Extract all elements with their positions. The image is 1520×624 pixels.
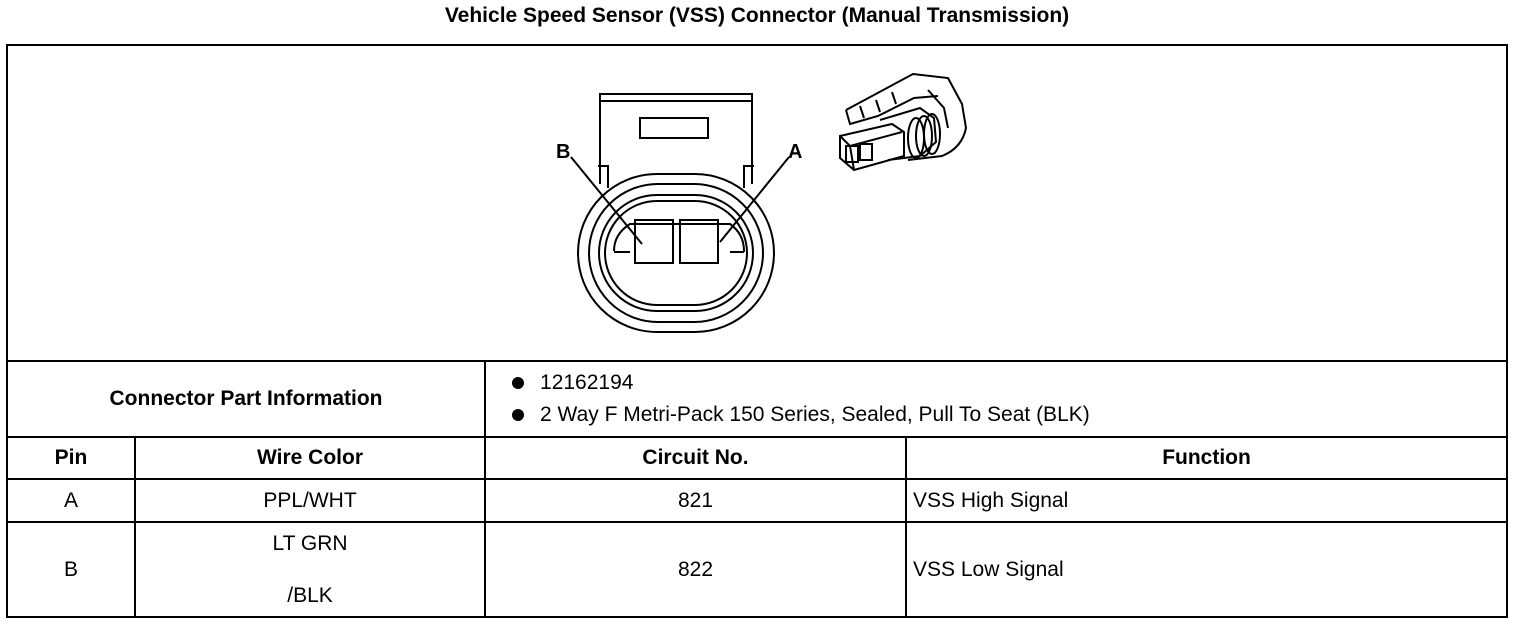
- pin-label-b: B: [556, 141, 570, 163]
- wire-color-cell: PPL/WHT: [133, 478, 487, 523]
- table-row: A PPL/WHT 821 VSS High Signal: [8, 478, 1507, 523]
- part-info-item: 2 Way F Metri-Pack 150 Series, Sealed, P…: [510, 399, 1506, 431]
- circuit-cell: 821: [484, 478, 908, 523]
- wire-color-cell: LT GRN /BLK: [133, 521, 487, 616]
- connector-diagram: B A: [8, 46, 1506, 362]
- table-header-row: Pin Wire Color Circuit No. Function: [8, 436, 1507, 480]
- table-row: B LT GRN /BLK 822 VSS Low Signal: [8, 521, 1507, 616]
- part-info-label: Connector Part Information: [8, 362, 487, 438]
- connector-perspective-icon: [839, 72, 968, 172]
- header-pin: Pin: [8, 436, 136, 480]
- wire-color-line: /BLK: [287, 583, 333, 607]
- header-function: Function: [905, 436, 1507, 480]
- part-info-item: 12162194: [510, 367, 1506, 399]
- connector-info-table: Connector Part Information 12162194 2 Wa…: [8, 362, 1507, 616]
- header-wire-color: Wire Color: [133, 436, 487, 480]
- pin-label-a: A: [788, 141, 802, 163]
- circuit-cell: 822: [484, 521, 908, 616]
- function-cell: VSS Low Signal: [905, 521, 1507, 616]
- wire-color-line: LT GRN: [272, 531, 348, 555]
- connector-front-view-icon: [570, 93, 790, 333]
- function-cell: VSS High Signal: [905, 478, 1507, 523]
- header-circuit-no: Circuit No.: [484, 436, 908, 480]
- part-info-row: Connector Part Information 12162194 2 Wa…: [8, 362, 1507, 438]
- pin-cell: B: [8, 521, 136, 616]
- connector-sheet: B A: [6, 44, 1508, 618]
- connector-drawing: B A: [556, 72, 968, 333]
- pin-cell: A: [8, 478, 136, 523]
- part-info-list: 12162194 2 Way F Metri-Pack 150 Series, …: [484, 362, 1507, 438]
- page-title: Vehicle Speed Sensor (VSS) Connector (Ma…: [444, 4, 1070, 27]
